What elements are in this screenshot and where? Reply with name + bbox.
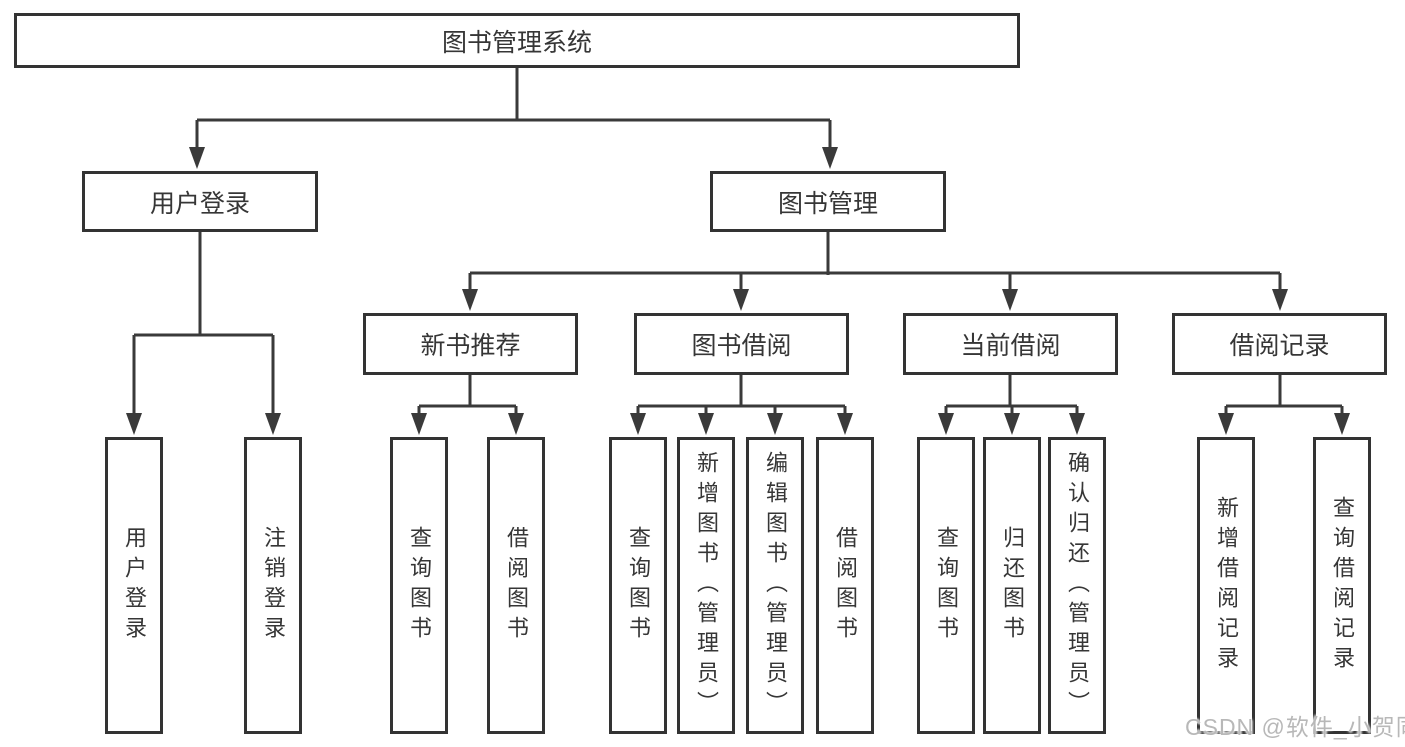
leaf-newrec-query-books: 查询图书	[390, 437, 448, 734]
arrowhead-icon	[1002, 289, 1018, 311]
leaf-current-query-books: 查询图书	[917, 437, 975, 734]
arrowhead-icon	[733, 289, 749, 311]
node-root-system: 图书管理系统	[14, 13, 1020, 68]
arrowhead-icon	[265, 413, 281, 435]
leaf-logout-login: 注销登录	[244, 437, 302, 734]
leaf-records-add-borrow-record: 新增借阅记录	[1197, 437, 1255, 734]
node-user-login: 用户登录	[82, 171, 318, 232]
leaf-current-return-books: 归还图书	[983, 437, 1041, 734]
arrowhead-icon	[630, 413, 646, 435]
arrowhead-icon	[411, 413, 427, 435]
csdn-watermark: CSDN @软件_小贺同学	[1185, 714, 1405, 740]
arrowhead-icon	[938, 413, 954, 435]
arrowhead-icon	[1069, 413, 1085, 435]
arrowhead-icon	[462, 289, 478, 311]
leaf-user-login: 用户登录	[105, 437, 163, 734]
arrowhead-icon	[126, 413, 142, 435]
node-current-borrowing: 当前借阅	[903, 313, 1118, 375]
arrowhead-icon	[1004, 413, 1020, 435]
connector-arrowheads	[126, 147, 1350, 435]
arrowhead-icon	[1334, 413, 1350, 435]
arrowhead-icon	[189, 147, 205, 169]
node-book-management: 图书管理	[710, 171, 946, 232]
leaf-borrow-edit-books-admin: 编辑图书（管理员）	[746, 437, 804, 734]
arrowhead-icon	[698, 413, 714, 435]
arrowhead-icon	[767, 413, 783, 435]
node-book-borrowing: 图书借阅	[634, 313, 849, 375]
arrowhead-icon	[1218, 413, 1234, 435]
leaf-newrec-borrow-books: 借阅图书	[487, 437, 545, 734]
leaf-borrow-borrow-books: 借阅图书	[816, 437, 874, 734]
node-new-book-recommendation: 新书推荐	[363, 313, 578, 375]
arrowhead-icon	[822, 147, 838, 169]
arrowhead-icon	[1272, 289, 1288, 311]
node-borrowing-records: 借阅记录	[1172, 313, 1387, 375]
leaf-current-confirm-return-admin: 确认归还（管理员）	[1048, 437, 1106, 734]
connector-shafts	[132, 68, 1344, 416]
arrowhead-icon	[508, 413, 524, 435]
arrowhead-icon	[837, 413, 853, 435]
leaf-borrow-query-books: 查询图书	[609, 437, 667, 734]
leaf-records-query-borrow-record: 查询借阅记录	[1313, 437, 1371, 734]
leaf-borrow-add-books-admin: 新增图书（管理员）	[677, 437, 735, 734]
